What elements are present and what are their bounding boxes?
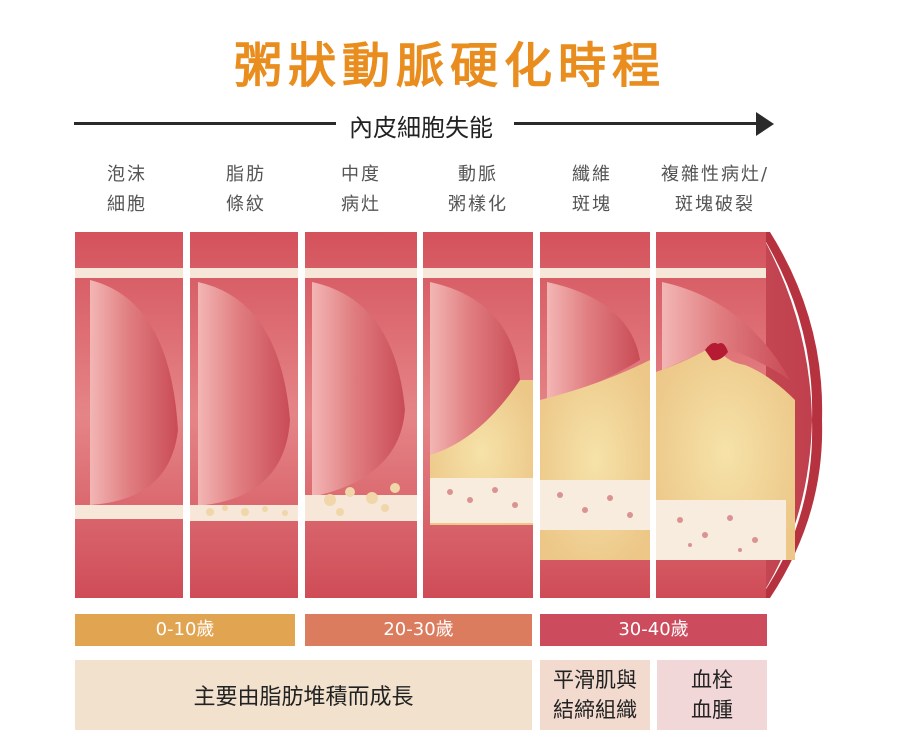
intima-bottom-bands [75,495,417,521]
progression-label: 內皮細胞失能 [349,114,493,142]
artery-cross-section-illustration [75,228,823,602]
lumen-segment [547,282,640,400]
stage-label-foam-cells: 泡沫 細胞 [67,160,187,220]
age-range-bar-30-40: 30-40歲 [540,614,767,646]
description-line2: 結締組織 [553,698,637,722]
stage-label-line1: 纖維 [572,164,612,185]
age-range-label: 30-40歲 [618,619,689,640]
description-fat-accumulation: 主要由脂肪堆積而成長 [75,660,532,730]
age-range-label: 0-10歲 [155,619,215,640]
description-text: 主要由脂肪堆積而成長 [193,685,414,710]
progression-arrowhead-icon [756,112,774,136]
age-range-label: 20-30歲 [383,619,454,640]
age-range-bar-0-10: 0-10歲 [75,614,295,646]
lumen-segment [198,282,290,505]
fatty-streak-deposits [206,483,400,516]
stage-label-line2: 斑塊破裂 [675,194,755,215]
intima-top-bands [75,268,766,278]
description-line1: 血栓 [691,668,733,692]
description-thrombus: 血栓 血腫 [657,660,767,730]
progression-arrow-shaft-right [514,122,758,125]
stage-label-line1: 動脈 [458,164,498,185]
stage-label-atheroma: 動脈 粥樣化 [418,160,538,220]
stage-label-line2: 細胞 [107,194,147,215]
description-line1: 平滑肌與 [553,668,637,692]
stage-label-line1: 脂肪 [226,164,266,185]
segment-gaps [183,228,656,602]
lumen-segment [90,280,178,505]
stage-label-line2: 粥樣化 [448,194,508,215]
lumen-segment [312,282,405,495]
stage-label-line1: 複雜性病灶/ [660,164,770,185]
stage-label-line2: 斑塊 [572,194,612,215]
lumen-segment [662,282,790,380]
plaque-texture-dots [447,487,758,552]
stage-label-intermediate-lesion: 中度 病灶 [301,160,421,220]
stage-label-fibrous-plaque: 纖維 斑塊 [532,160,652,220]
stage-label-complicated-lesion: 複雜性病灶/ 斑塊破裂 [645,160,785,220]
progression-arrow-shaft-left [74,122,336,125]
age-range-bar-20-30: 20-30歲 [305,614,532,646]
artery-outer-edge [760,232,823,598]
description-line2: 血腫 [691,698,733,722]
stage-label-line2: 病灶 [341,194,381,215]
description-smooth-muscle: 平滑肌與 結締組織 [540,660,650,730]
stage-label-line2: 條紋 [226,194,266,215]
stage-label-line1: 泡沫 [107,164,147,185]
plaque-rupture-thrombus [705,342,728,361]
stage-label-line1: 中度 [341,164,381,185]
plaque-cap-layers [430,478,786,560]
diagram-title: 粥狀動脈硬化時程 [233,38,666,94]
stage-label-fatty-streak: 脂肪 條紋 [186,160,306,220]
lumen-segment [430,282,520,455]
